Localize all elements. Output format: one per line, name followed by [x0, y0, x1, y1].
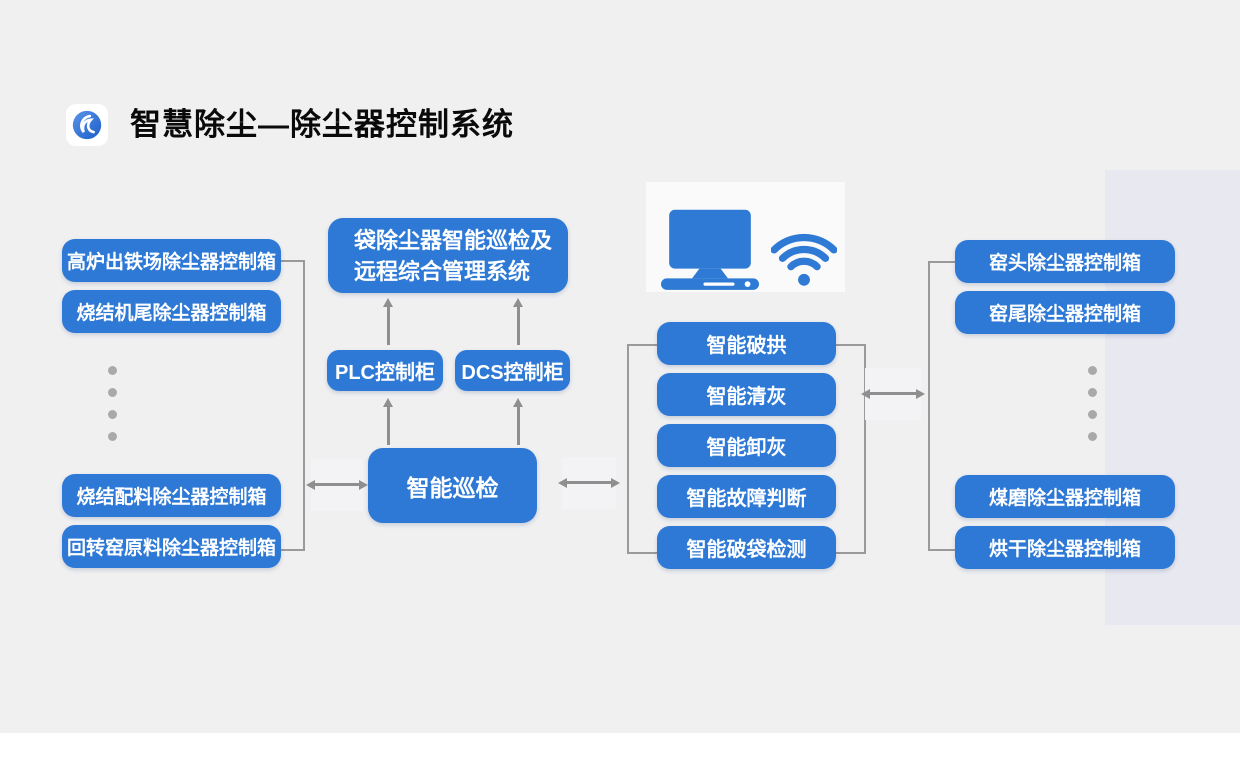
- node-smart-bag-break-detection: 智能破袋检测: [657, 526, 836, 569]
- plc-to-management-arrow-icon: [383, 298, 393, 345]
- node-dcs-cabinet: DCS控制柜: [455, 350, 570, 391]
- left-ellipsis-dot: [108, 410, 117, 419]
- node-plc-cabinet: PLC控制柜: [327, 350, 443, 391]
- footer-strip: [0, 733, 1240, 765]
- node-kiln-tail-control-box: 窑尾除尘器控制箱: [955, 291, 1175, 334]
- background: [0, 0, 1240, 733]
- inspection-to-dcs-arrow-icon: [513, 398, 523, 445]
- page-title: 智慧除尘—除尘器控制系统: [130, 107, 514, 142]
- computer-icon: [661, 209, 759, 290]
- node-smart-arch-breaking: 智能破拱: [657, 322, 836, 365]
- right-ellipsis-dot: [1088, 388, 1097, 397]
- inspection-to-plc-arrow-icon: [383, 398, 393, 445]
- node-rotary-kiln-raw-control-box: 回转窑原料除尘器控制箱: [62, 525, 281, 568]
- functions-to-right-arrow-icon: [861, 388, 925, 399]
- node-smart-dust-cleaning: 智能清灰: [657, 373, 836, 416]
- node-drying-control-box: 烘干除尘器控制箱: [955, 526, 1175, 569]
- node-smart-ash-unloading: 智能卸灰: [657, 424, 836, 467]
- node-blast-furnace-control-box: 高炉出铁场除尘器控制箱: [62, 239, 281, 282]
- node-kiln-head-control-box: 窑头除尘器控制箱: [955, 240, 1175, 283]
- dcs-to-management-arrow-icon: [513, 298, 523, 345]
- inspection-to-functions-arrow-icon: [558, 477, 620, 488]
- node-smart-inspection: 智能巡检: [368, 448, 537, 523]
- node-smart-fault-diagnosis: 智能故障判断: [657, 475, 836, 518]
- node-coal-mill-control-box: 煤磨除尘器控制箱: [955, 475, 1175, 518]
- logo-icon: [66, 104, 108, 146]
- left-ellipsis-dot: [108, 432, 117, 441]
- right-ellipsis-dot: [1088, 432, 1097, 441]
- node-sinter-batching-control-box: 烧结配料除尘器控制箱: [62, 474, 281, 517]
- node-management-system: 袋除尘器智能巡检及 远程综合管理系统: [328, 218, 568, 293]
- left-ellipsis-dot: [108, 366, 117, 375]
- left-group-connector: [281, 260, 305, 551]
- right-ellipsis-dot: [1088, 366, 1097, 375]
- right-ellipsis-dot: [1088, 410, 1097, 419]
- right-group-connector: [928, 261, 957, 551]
- wifi-icon: [771, 233, 837, 286]
- left-to-inspection-arrow-icon: [306, 479, 368, 490]
- node-sinter-tail-control-box: 烧结机尾除尘器控制箱: [62, 290, 281, 333]
- left-ellipsis-dot: [108, 388, 117, 397]
